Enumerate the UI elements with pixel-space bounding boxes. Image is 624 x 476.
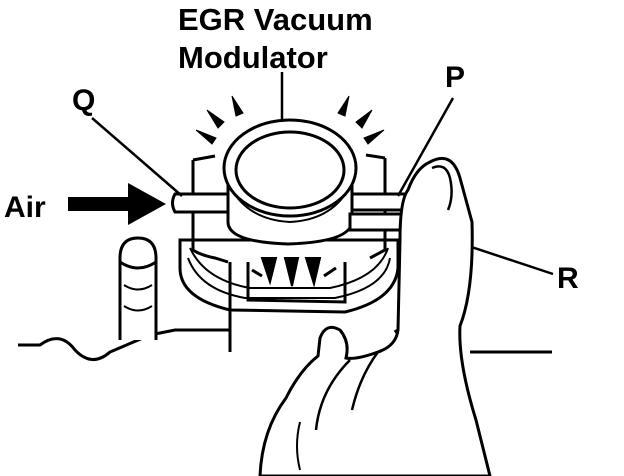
arrow-right-icon [68, 183, 166, 225]
leader-q [91, 117, 183, 197]
label-air: Air [4, 191, 46, 224]
vacuum-hose [118, 236, 158, 340]
label-port-q: Q [72, 84, 96, 117]
modulator-bracket [191, 153, 387, 352]
port-q [171, 192, 230, 214]
air-escape-marks [195, 95, 385, 145]
title-line-1: EGR Vacuum [178, 2, 373, 37]
label-port-r: R [557, 262, 579, 295]
title-line-2: Modulator [178, 40, 328, 75]
modulator-body [222, 118, 358, 246]
engine-base-outline [18, 328, 230, 361]
label-port-p: P [445, 61, 466, 94]
filter-vent-marks [251, 257, 337, 288]
finger-hand [258, 157, 492, 476]
leader-p [396, 97, 455, 197]
